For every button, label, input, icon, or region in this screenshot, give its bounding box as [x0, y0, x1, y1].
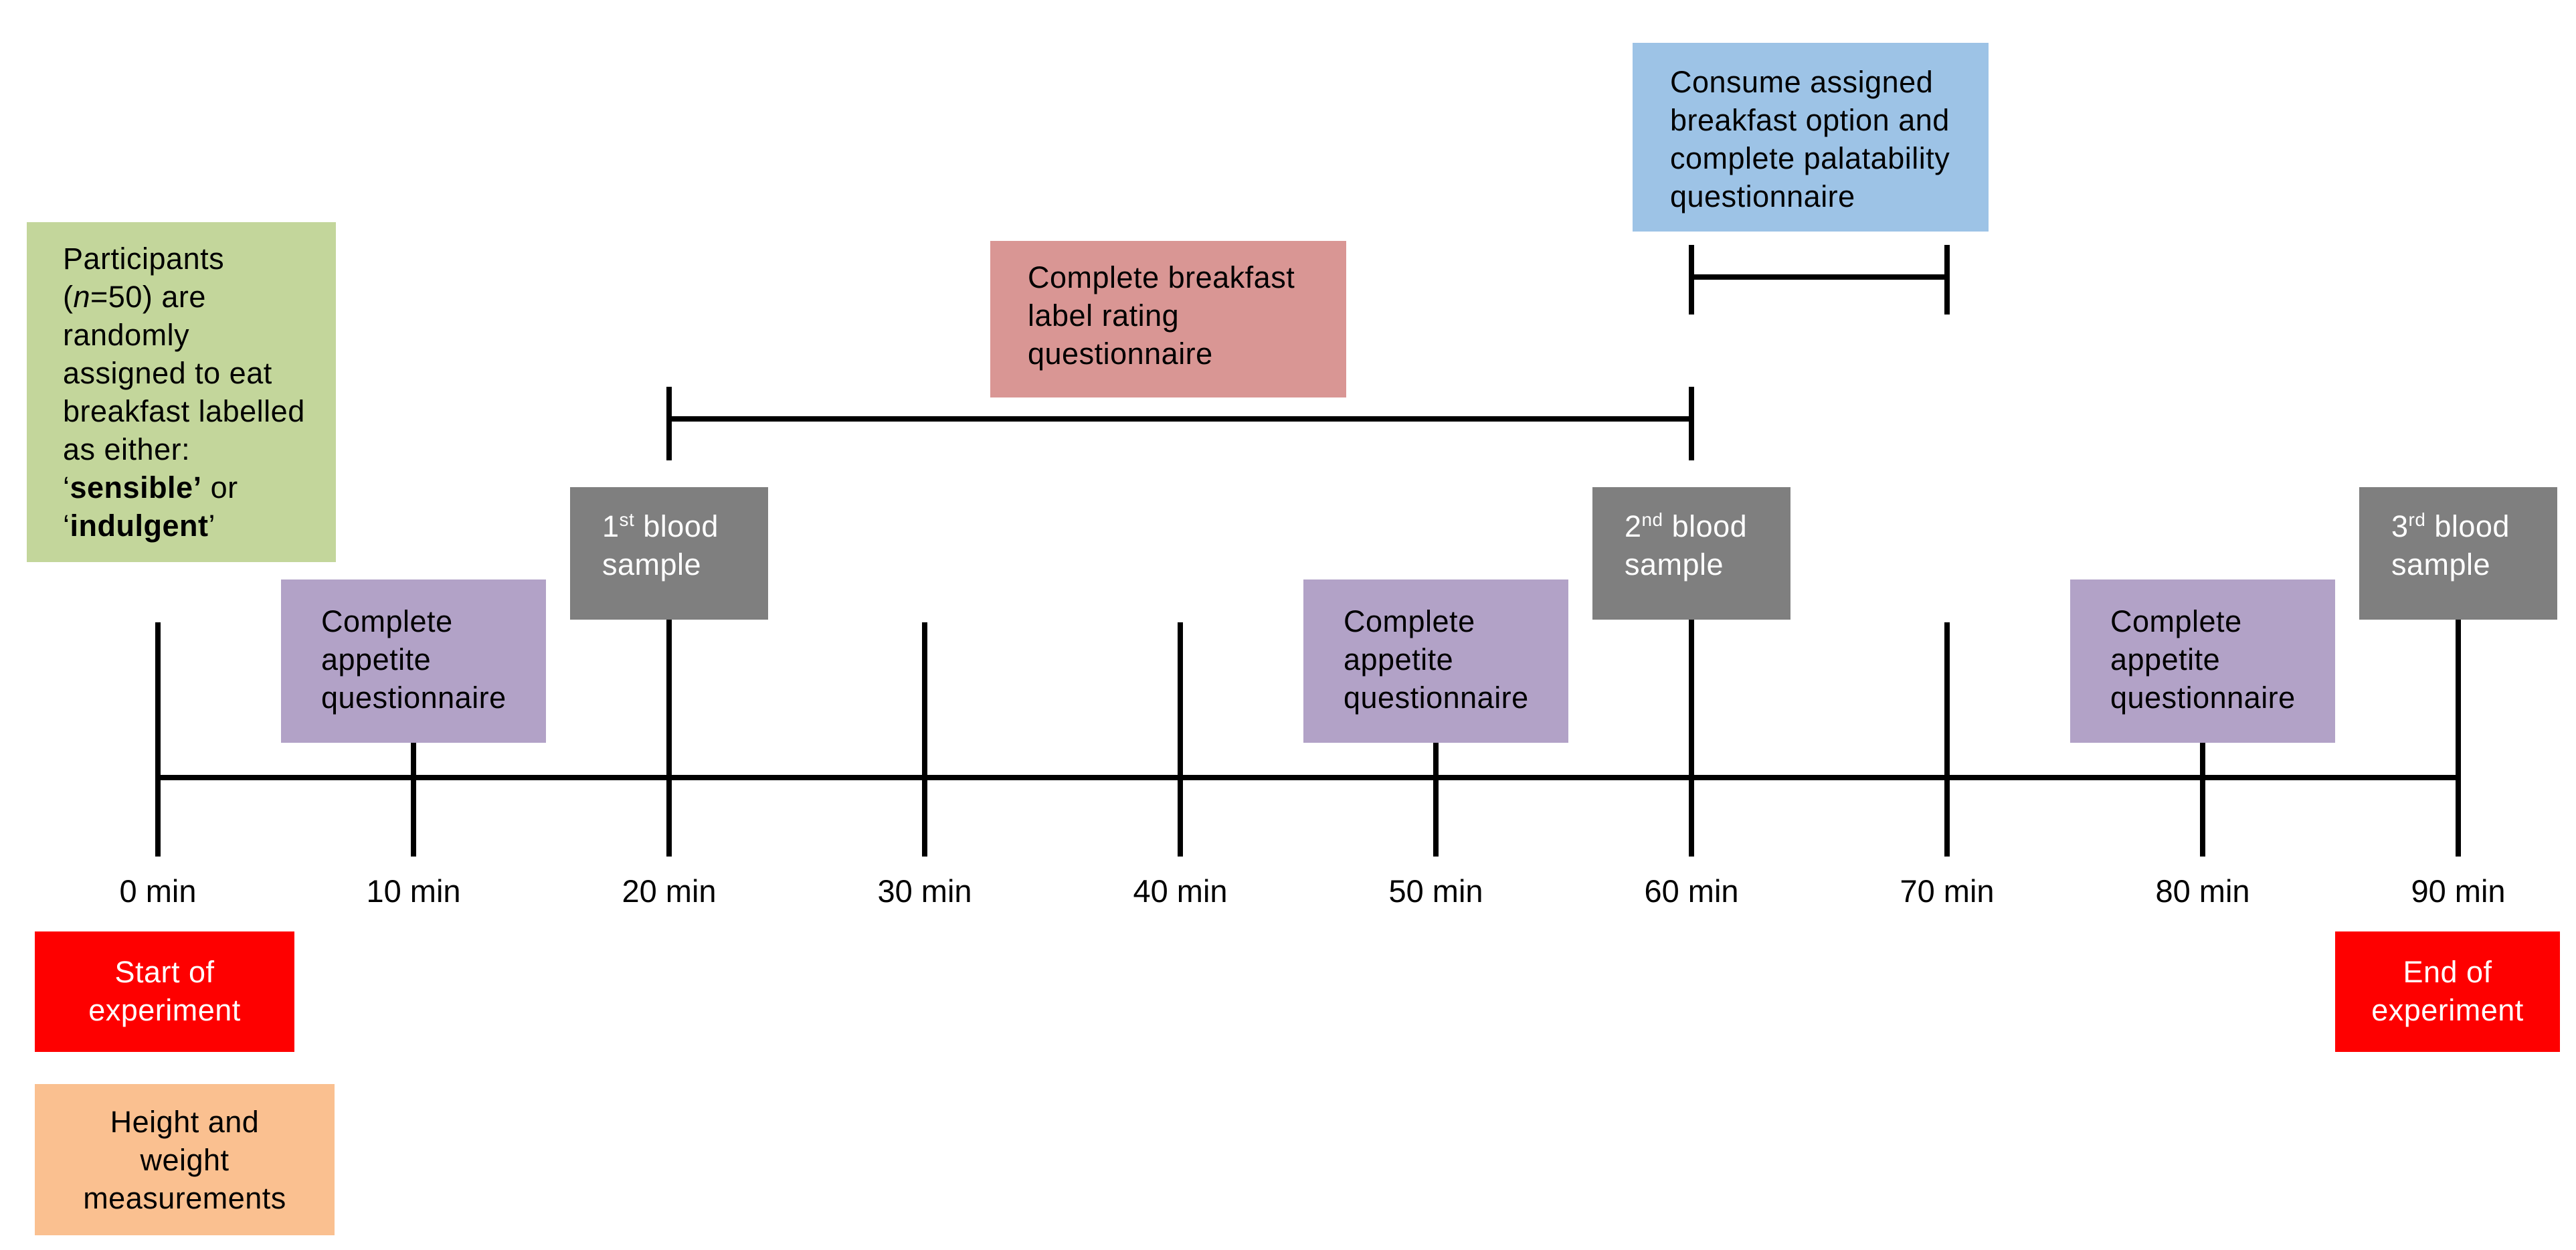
tick-label-90-min: 90 min	[2411, 873, 2506, 909]
blood-sample-1-box: 1st blood sample	[570, 487, 768, 620]
text-line: label rating	[1028, 298, 1180, 333]
tick-label-60-min: 60 min	[1644, 873, 1739, 909]
text-line: Consume assigned	[1670, 65, 1934, 99]
label-rating-box: Complete breakfast label rating question…	[990, 241, 1346, 397]
blood-sample-2-box: 2nd blood sample	[1592, 487, 1790, 620]
tick-label-70-min: 70 min	[1900, 873, 1995, 909]
bracket-60-70-line	[1691, 274, 1947, 280]
tick-60-min	[1689, 620, 1694, 857]
tick-20-min	[666, 620, 672, 857]
participants-box: Participants (n=50) are randomly assigne…	[27, 222, 336, 562]
text-line: Participants	[63, 242, 225, 276]
text-line: breakfast labelled	[63, 394, 305, 428]
tick-0-min	[155, 622, 161, 857]
bracket-20-60-right-cap	[1689, 387, 1694, 460]
text-line: Complete	[2110, 604, 2242, 638]
consume-breakfast-box: Consume assigned breakfast option and co…	[1633, 43, 1989, 232]
tick-30-min	[922, 622, 927, 857]
text-line: questionnaire	[321, 681, 507, 715]
text-line: (n=50) are	[63, 280, 206, 314]
tick-40-min	[1178, 622, 1183, 857]
bracket-20-60-left-cap	[666, 387, 672, 460]
text-line: experiment	[88, 993, 241, 1027]
end-of-experiment-box: End of experiment	[2335, 931, 2560, 1052]
tick-70-min	[1944, 622, 1950, 857]
text-line: questionnaire	[1344, 681, 1529, 715]
text-line: ‘sensible’ or	[63, 470, 238, 505]
text-line: 3rd blood	[2391, 509, 2510, 543]
text-line: assigned to eat	[63, 356, 272, 390]
appetite-box-3: Complete appetite questionnaire	[2070, 579, 2335, 743]
text-line: Height and	[110, 1105, 260, 1139]
tick-90-min	[2456, 620, 2461, 857]
text-line: experiment	[2371, 993, 2524, 1027]
text-line: questionnaire	[1028, 337, 1213, 371]
text-line: ‘indulgent’	[63, 509, 215, 543]
text-line: 1st blood	[602, 509, 719, 543]
text-line: sample	[602, 547, 702, 582]
text-line: appetite	[2110, 642, 2221, 677]
text-line: appetite	[1344, 642, 1454, 677]
text-line: sample	[2391, 547, 2491, 582]
text-line: measurements	[83, 1181, 286, 1215]
tick-label-50-min: 50 min	[1388, 873, 1483, 909]
tick-10-min	[411, 743, 416, 857]
appetite-box-1: Complete appetite questionnaire	[281, 579, 546, 743]
blood-sample-3-box: 3rd blood sample	[2359, 487, 2557, 620]
tick-50-min	[1433, 743, 1439, 857]
bracket-60-70-left-cap	[1689, 245, 1694, 315]
text-line: 2nd blood	[1625, 509, 1748, 543]
text-line: appetite	[321, 642, 432, 677]
height-weight-box: Height and weight measurements	[35, 1084, 335, 1235]
timeline-axis	[158, 775, 2458, 780]
text-line: Complete	[321, 604, 453, 638]
bracket-20-60-line	[669, 416, 1691, 422]
tick-label-30-min: 30 min	[877, 873, 972, 909]
text-line: questionnaire	[2110, 681, 2296, 715]
tick-80-min	[2200, 743, 2205, 857]
text-line: complete palatability	[1670, 141, 1950, 175]
text-line: questionnaire	[1670, 179, 1855, 213]
text-line: End of	[2403, 955, 2492, 989]
text-line: breakfast option and	[1670, 103, 1950, 137]
appetite-box-2: Complete appetite questionnaire	[1303, 579, 1568, 743]
start-of-experiment-box: Start of experiment	[35, 931, 294, 1052]
text-line: as either:	[63, 432, 191, 466]
text-line: randomly	[63, 318, 190, 352]
text-line: Complete breakfast	[1028, 260, 1295, 294]
tick-label-0-min: 0 min	[119, 873, 197, 909]
tick-label-20-min: 20 min	[622, 873, 717, 909]
tick-label-80-min: 80 min	[2155, 873, 2250, 909]
text-line: weight	[140, 1143, 229, 1177]
text-line: Complete	[1344, 604, 1475, 638]
bracket-60-70-right-cap	[1944, 245, 1950, 315]
tick-label-10-min: 10 min	[366, 873, 461, 909]
text-line: Start of	[114, 955, 215, 989]
tick-label-40-min: 40 min	[1133, 873, 1228, 909]
text-line: sample	[1625, 547, 1724, 582]
